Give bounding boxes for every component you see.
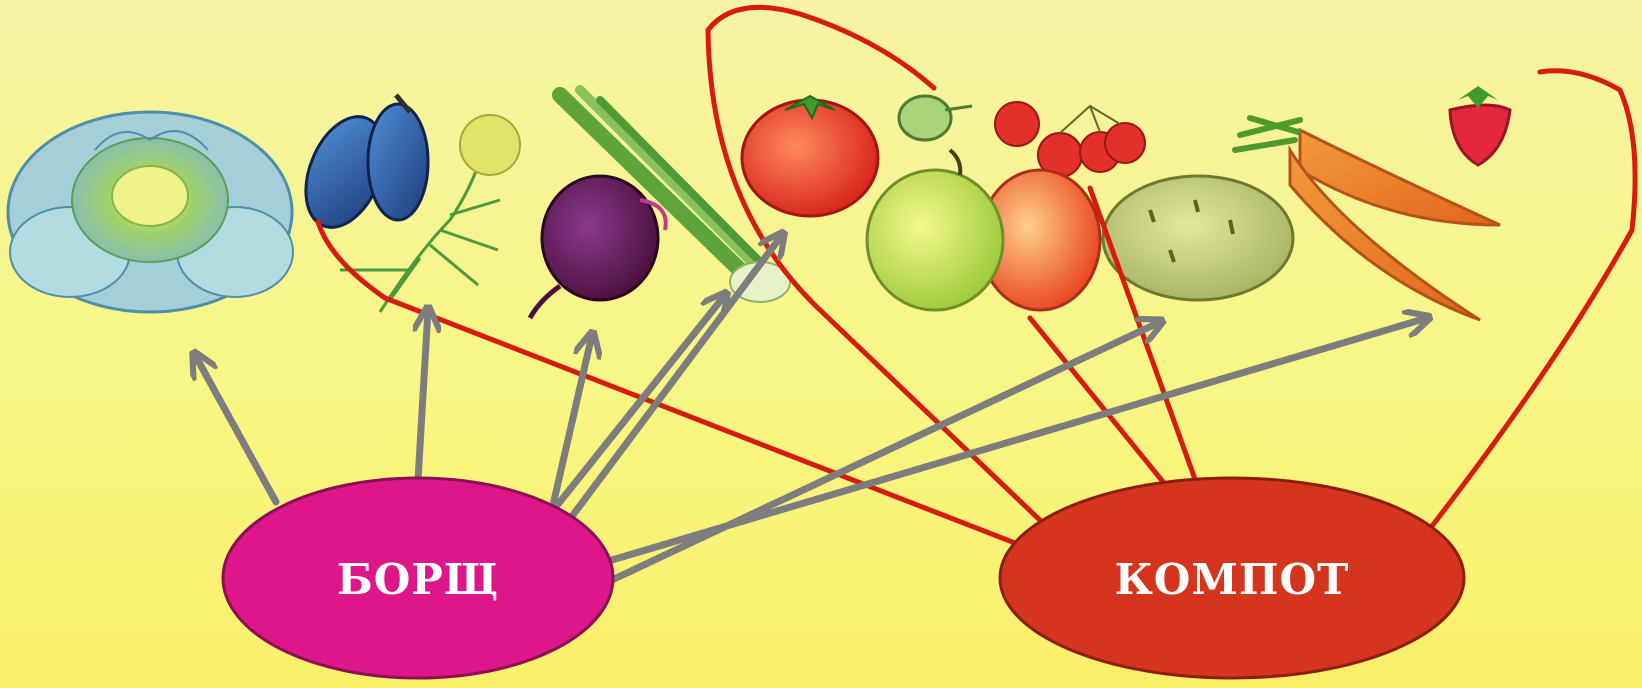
cherries-picture (995, 102, 1145, 177)
edge-borscht-beetroot (553, 335, 592, 505)
cabbage-picture (8, 112, 293, 312)
strawberry-picture (1450, 86, 1510, 165)
kompot-label: КОМПОТ (1115, 555, 1350, 604)
edge-borscht-dill (418, 310, 428, 480)
borscht-label: БОРЩ (337, 555, 499, 604)
gooseberry-picture (899, 96, 972, 140)
edge-borscht-cabbage (195, 355, 276, 502)
kompot-node[interactable]: КОМПОТ (1000, 478, 1464, 678)
beetroot-picture (530, 176, 666, 318)
borscht-node[interactable]: БОРЩ (223, 478, 613, 678)
plums-picture (291, 95, 428, 239)
tomato-picture (742, 96, 878, 216)
edge-borscht-green-onion (555, 295, 725, 508)
potato-picture (1103, 176, 1293, 300)
